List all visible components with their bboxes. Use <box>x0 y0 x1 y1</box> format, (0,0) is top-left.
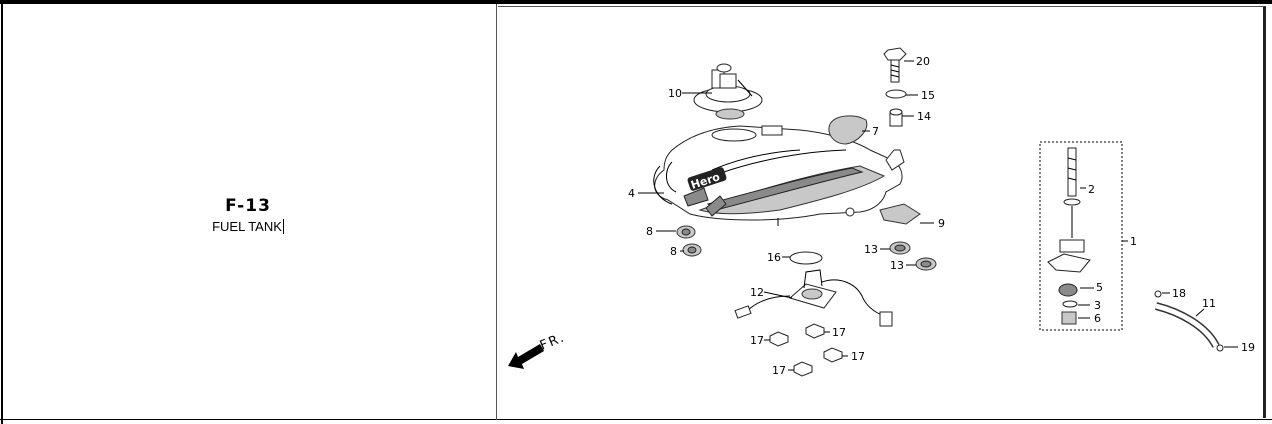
bottom-border <box>0 419 1272 420</box>
callout-7: 7 <box>872 125 879 138</box>
callout-18: 18 <box>1172 287 1186 300</box>
callout-3: 3 <box>1094 299 1101 312</box>
callout-19: 19 <box>1241 341 1255 354</box>
left-border <box>1 0 3 424</box>
figure-title-block: F-13 FUEL TANK <box>150 196 346 235</box>
nut-drawing <box>769 323 843 377</box>
leader-lines <box>638 60 1238 371</box>
callout-6: 6 <box>1094 312 1101 325</box>
fuel-cap-drawing <box>693 63 763 120</box>
callout-14: 14 <box>917 110 931 123</box>
callout-11: 11 <box>1202 297 1216 310</box>
callout-13: 13 <box>864 243 878 256</box>
callout-17b: 17 <box>832 326 846 339</box>
callout-17c: 17 <box>851 350 865 363</box>
column-divider <box>496 4 497 420</box>
callout-5: 5 <box>1096 281 1103 294</box>
fuel-cock-drawing <box>1047 147 1091 325</box>
washer-drawing <box>885 89 907 99</box>
clamp-drawing <box>879 203 921 225</box>
diagram-panel <box>498 6 1266 418</box>
front-direction-arrow[interactable]: FR. <box>508 330 568 369</box>
callout-10: 10 <box>668 87 682 100</box>
callout-2: 2 <box>1088 183 1095 196</box>
callout-17d: 17 <box>772 364 786 377</box>
knee-pad-drawing <box>828 115 868 145</box>
callout-4: 4 <box>628 187 635 200</box>
bolt-drawing <box>883 47 907 83</box>
hose-clip-drawing <box>1154 290 1162 298</box>
fuel-tank-drawing: Hero <box>653 125 905 226</box>
callout-9: 9 <box>938 217 945 230</box>
figure-code: F-13 <box>225 196 271 216</box>
callout-16: 16 <box>767 251 781 264</box>
callout-12: 12 <box>750 286 764 299</box>
callout-15: 15 <box>921 89 935 102</box>
callout-20: 20 <box>916 55 930 68</box>
collar-drawing <box>889 108 903 127</box>
callout-8: 8 <box>646 225 653 238</box>
callout-13b: 13 <box>890 259 904 272</box>
gasket-drawing <box>789 251 823 265</box>
front-direction-label: FR. <box>538 330 568 354</box>
callout-1: 1 <box>1130 235 1137 248</box>
callout-8b: 8 <box>670 245 677 258</box>
callout-labels: 1 2 3 4 5 6 7 8 8 9 10 11 12 13 13 14 15… <box>628 55 1255 377</box>
callout-17a: 17 <box>750 334 764 347</box>
grommet-drawing <box>676 225 937 271</box>
fuel-hose-drawing <box>1154 302 1220 349</box>
top-border <box>0 0 1272 4</box>
figure-name: FUEL TANK <box>212 219 282 234</box>
text-cursor <box>282 219 284 234</box>
fuel-cock-assembly-box <box>1039 141 1123 331</box>
